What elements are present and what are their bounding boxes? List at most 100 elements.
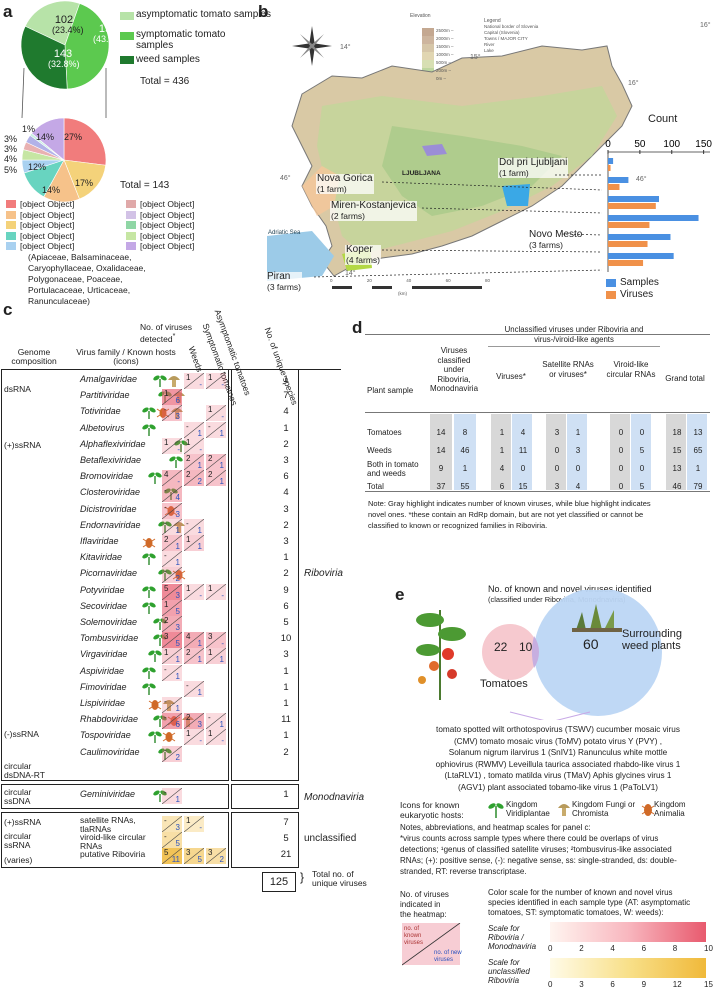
site-farms: (1 farm) (499, 168, 529, 178)
d-row-label: Total (367, 482, 384, 491)
d-cell: 0 (554, 464, 560, 473)
cell-new-count: 1 (219, 461, 224, 470)
pie2-pct: 1% (22, 124, 36, 134)
d-rule-bot (365, 491, 710, 492)
legend-viruses: Viruses (620, 289, 654, 300)
cell-known-count: 2 (186, 454, 191, 463)
cell-diagonal (162, 816, 182, 832)
cell-new-count: 1 (197, 461, 202, 470)
heatmap-cell: -1 (206, 421, 226, 438)
site-farms: (3 farms) (529, 240, 563, 250)
unique-count: 11 (281, 714, 291, 726)
venn-label-tomatoes: Tomatoes (480, 678, 528, 690)
site-farms: (1 farm) (317, 184, 347, 194)
cell-new-count: 3 (175, 823, 180, 832)
nv-legend-cell (402, 923, 461, 966)
d-hdr-sample: Plant sample (367, 386, 414, 395)
leaf-icon (142, 586, 156, 598)
cell-diagonal (184, 470, 204, 487)
family-name: viroid-like circular RNAs (80, 832, 146, 851)
venn-weeds (534, 590, 662, 716)
cell-known-count: 1 (208, 729, 213, 739)
insect-icon (143, 538, 156, 548)
e-title: No. of known and novel viruses identifie… (488, 584, 652, 594)
d-cell: 18 (672, 428, 682, 437)
cell-diagonal (184, 535, 204, 551)
cell-known-count: - (164, 788, 167, 797)
site-farms: (2 farms) (331, 211, 365, 221)
realm-unclassified: unclassified (304, 833, 357, 844)
venn-diagram (416, 590, 662, 720)
heatmap-cell: -3 (162, 405, 182, 422)
cell-diagonal (206, 648, 226, 665)
unique-count: 4 (283, 406, 289, 418)
site-koper: Koper (4 farms) (345, 245, 381, 265)
kingdom-fungi: Kingdom Fungi or Chromista (556, 800, 638, 818)
d-col-gray (546, 414, 566, 490)
d-cell: 4 (575, 482, 581, 491)
d-hdr-classified: Viruses classified under Riboviria, Mono… (429, 346, 479, 393)
site-name: Novo Mesto (529, 229, 583, 240)
heatmap-cell: 3- (206, 632, 226, 649)
panel-label-a: a (3, 2, 13, 21)
cell-new-count: 2 (175, 574, 180, 584)
cell-known-count: 2 (208, 454, 213, 463)
d-cell: 9 (438, 464, 444, 473)
cell-known-count: - (164, 551, 167, 561)
cell-diagonal (184, 648, 204, 665)
table-frame-unclass-count (231, 812, 299, 868)
cell-new-count: 1 (175, 525, 180, 535)
degree-label: 14° (345, 270, 356, 277)
chart-bar-viruses (608, 184, 620, 190)
cell-new-count: 1 (175, 795, 180, 804)
cell-diagonal (184, 680, 204, 697)
legend-label: [object Object] (20, 241, 75, 251)
genome-neg-ssrna: (-)ssRNA (4, 729, 39, 739)
chart-tick-label: 150 (695, 139, 712, 150)
d-hdr-unclassified: Unclassified viruses under Riboviria and… (504, 325, 644, 344)
legend-swatch (126, 242, 136, 250)
family-name: putative Riboviria (80, 849, 146, 859)
mushroom-icon (167, 376, 180, 387)
cell-diagonal (162, 616, 182, 632)
scale-tick: 0 (548, 944, 553, 953)
elevation-tick: 1500m – (436, 44, 454, 49)
nv-new: no. of new viruses (434, 950, 462, 963)
genome-circ-ssrna: circular ssRNA (4, 831, 32, 850)
insect-icon (148, 700, 161, 710)
pie-samples (20, 0, 110, 90)
d-cell: 37 (436, 482, 446, 491)
genome-pos-ssrna-2: (+)ssRNA (4, 817, 42, 827)
cell-known-count: 3 (208, 848, 213, 858)
leaf-icon (163, 488, 178, 501)
cell-diagonal (162, 535, 182, 551)
insect-icon (162, 732, 175, 743)
cell-diagonal (162, 551, 182, 568)
d-cell: 3 (575, 446, 581, 455)
cell-new-count: 1 (175, 671, 180, 681)
chart-bar-samples (608, 158, 614, 164)
cell-new-count: - (177, 444, 180, 454)
d-cell: 0 (575, 464, 581, 473)
pie2-pct: 4% (4, 154, 18, 164)
cell-known-count: 1 (208, 583, 213, 593)
hdr-detected: No. of viruses detected* (140, 323, 218, 344)
scale-tick: 15 (704, 980, 713, 989)
unique-count: 1 (283, 374, 289, 385)
cell-known-count: 1 (164, 648, 169, 658)
leaf-icon (147, 731, 162, 744)
pie2-pct: 3% (4, 134, 18, 144)
table-frame-ribo-count (231, 369, 299, 781)
d-cell: 3 (554, 428, 560, 437)
heatmap-cell: -1 (184, 680, 204, 697)
pie-slice (64, 3, 110, 90)
leaf-icon (142, 667, 156, 679)
cell-new-count: - (221, 736, 224, 746)
pie-connector (21, 67, 25, 119)
scale-desc: Color scale for the number of known and … (488, 888, 716, 918)
degree-label: 14° (340, 44, 351, 51)
